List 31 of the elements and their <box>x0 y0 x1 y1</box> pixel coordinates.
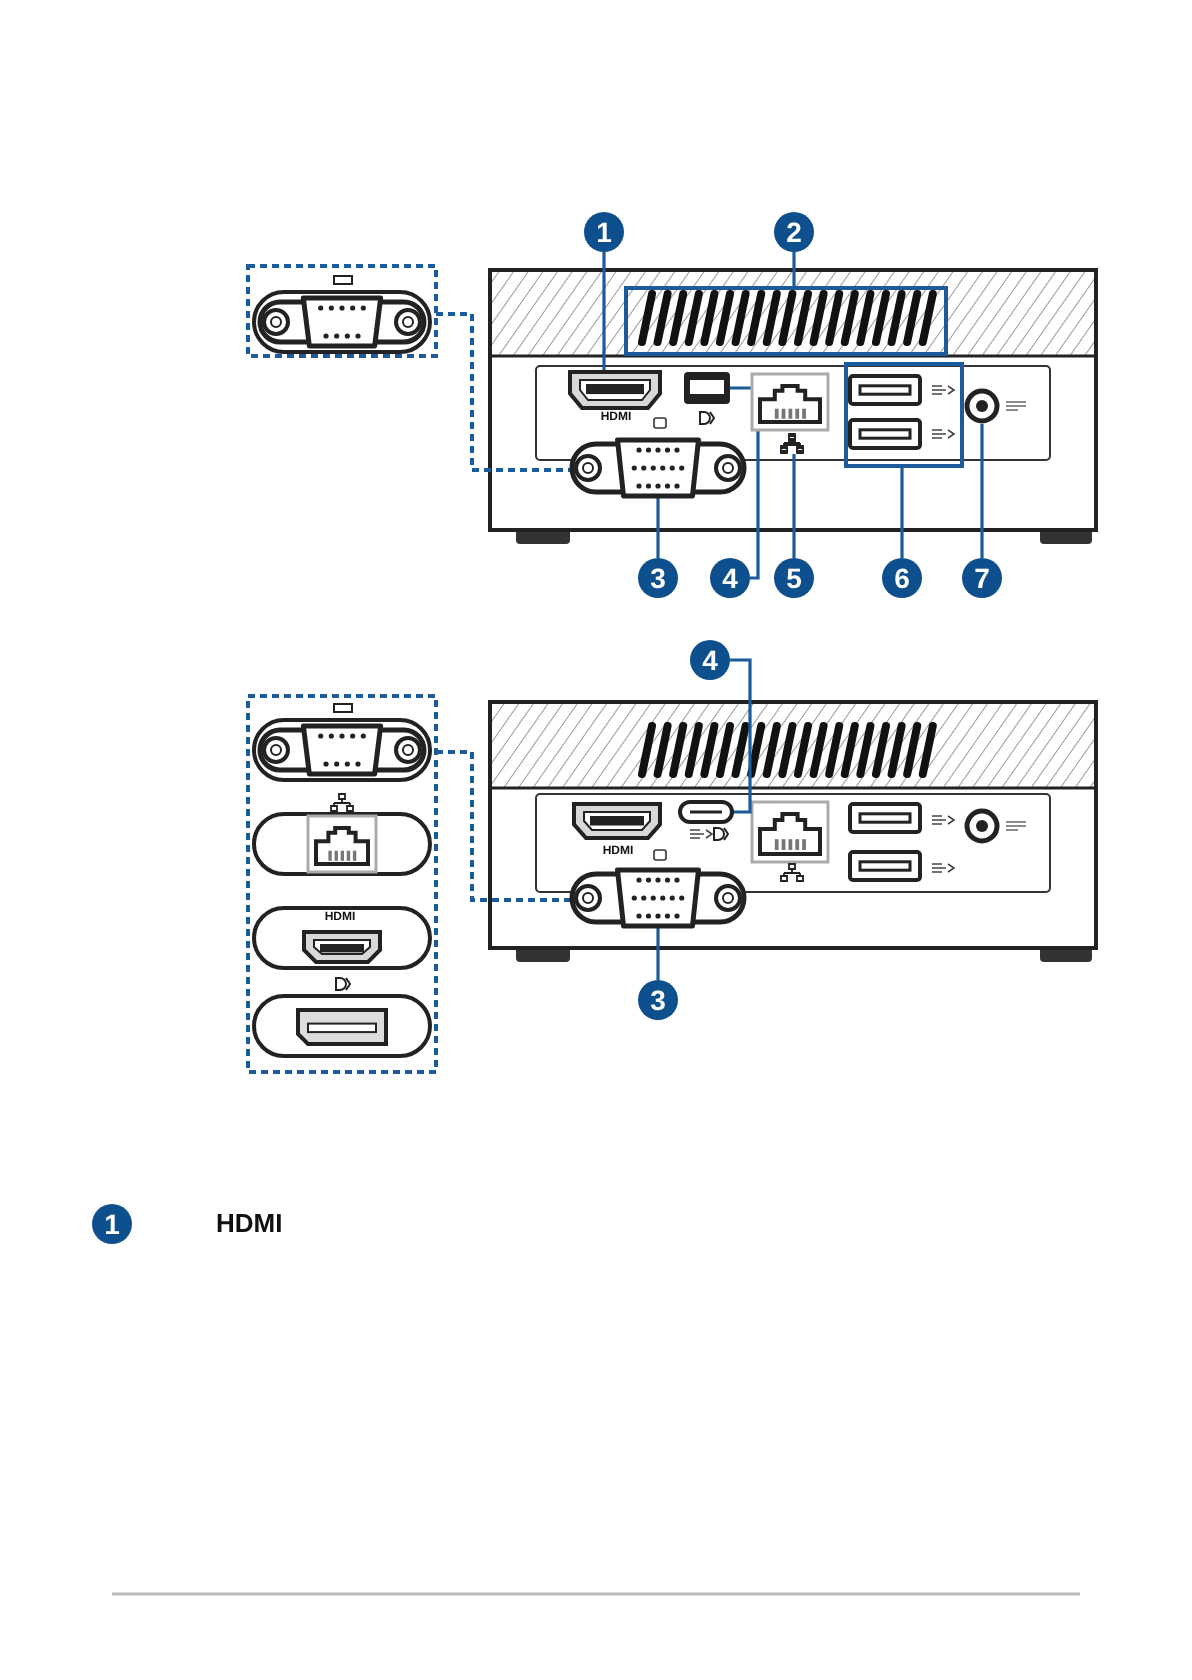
callout-number: 5 <box>774 558 814 598</box>
lan-port <box>750 372 830 454</box>
dashed-connector-line <box>436 750 570 902</box>
leader-line <box>900 466 904 558</box>
optional-ports-frame <box>246 694 438 1074</box>
callout-number: 4 <box>690 640 730 680</box>
dashed-connector-line <box>436 312 570 472</box>
callout-number: 1 <box>584 212 624 252</box>
hdmi-port <box>568 370 662 410</box>
highlight-frame <box>844 362 964 468</box>
callout-number: 1 <box>92 1204 132 1244</box>
vga-port <box>569 867 747 929</box>
leader-line <box>656 928 660 980</box>
callout-number: 6 <box>882 558 922 598</box>
port-name: HDMI <box>216 1208 283 1238</box>
leader-line <box>980 424 984 558</box>
leader-line <box>792 252 796 288</box>
usb-c-port <box>678 800 734 824</box>
leader-line <box>730 658 752 814</box>
callout-number: 3 <box>638 558 678 598</box>
callout-number: 7 <box>962 558 1002 598</box>
leader-line <box>656 498 660 558</box>
dc-jack <box>964 388 1000 424</box>
callout-number: 3 <box>638 980 678 1020</box>
optional-ports-frame <box>246 264 438 358</box>
vga-port <box>569 437 747 499</box>
mini-displayport-port <box>684 372 730 404</box>
callout-number: 4 <box>710 558 750 598</box>
leader-line <box>792 454 796 558</box>
highlight-frame <box>624 286 948 356</box>
callout-number: 2 <box>774 212 814 252</box>
